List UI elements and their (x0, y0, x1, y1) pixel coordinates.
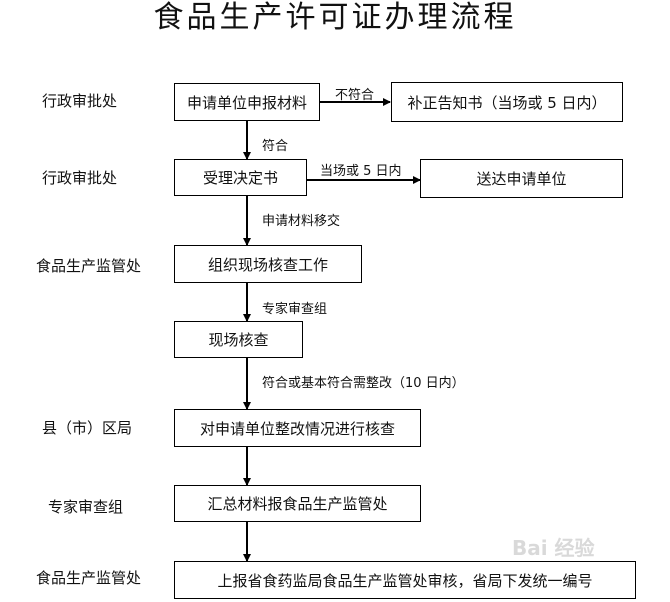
box-acceptance-decision: 受理决定书 (174, 159, 307, 196)
label-not-comply: 不符合 (335, 88, 375, 103)
watermark-logo: Bai 经验 (512, 536, 595, 560)
box-summary-report: 汇总材料报食品生产监管处 (174, 485, 421, 522)
dept-label: 行政审批处 (42, 92, 118, 110)
dept-label: 食品生产监管处 (36, 569, 142, 587)
dept-label: 专家审查组 (48, 498, 124, 516)
label-on-site-5-days: 当场或 5 日内 (320, 164, 402, 179)
box-rectification-check: 对申请单位整改情况进行核查 (174, 409, 421, 447)
box-organize-inspection: 组织现场核查工作 (174, 245, 362, 283)
label-material-transfer: 申请材料移交 (262, 214, 341, 229)
label-comply: 符合 (262, 139, 289, 154)
dept-label: 食品生产监管处 (36, 257, 142, 275)
dept-label: 行政审批处 (42, 169, 118, 187)
box-final-review: 上报省食药监局食品生产监管处审核，省局下发统一编号 (174, 561, 636, 599)
page-title: 食品生产许可证办理流程 (153, 0, 517, 35)
box-deliver-applicant: 送达申请单位 (420, 159, 623, 198)
label-expert-group: 专家审查组 (262, 302, 328, 317)
dept-label: 县（市）区局 (42, 419, 133, 437)
label-rectify-10-days: 符合或基本符合需整改（10 日内） (262, 376, 465, 391)
box-onsite-inspection: 现场核查 (174, 321, 303, 358)
box-apply-materials: 申请单位申报材料 (174, 83, 320, 121)
box-correction-notice: 补正告知书（当场或 5 日内） (391, 82, 623, 122)
